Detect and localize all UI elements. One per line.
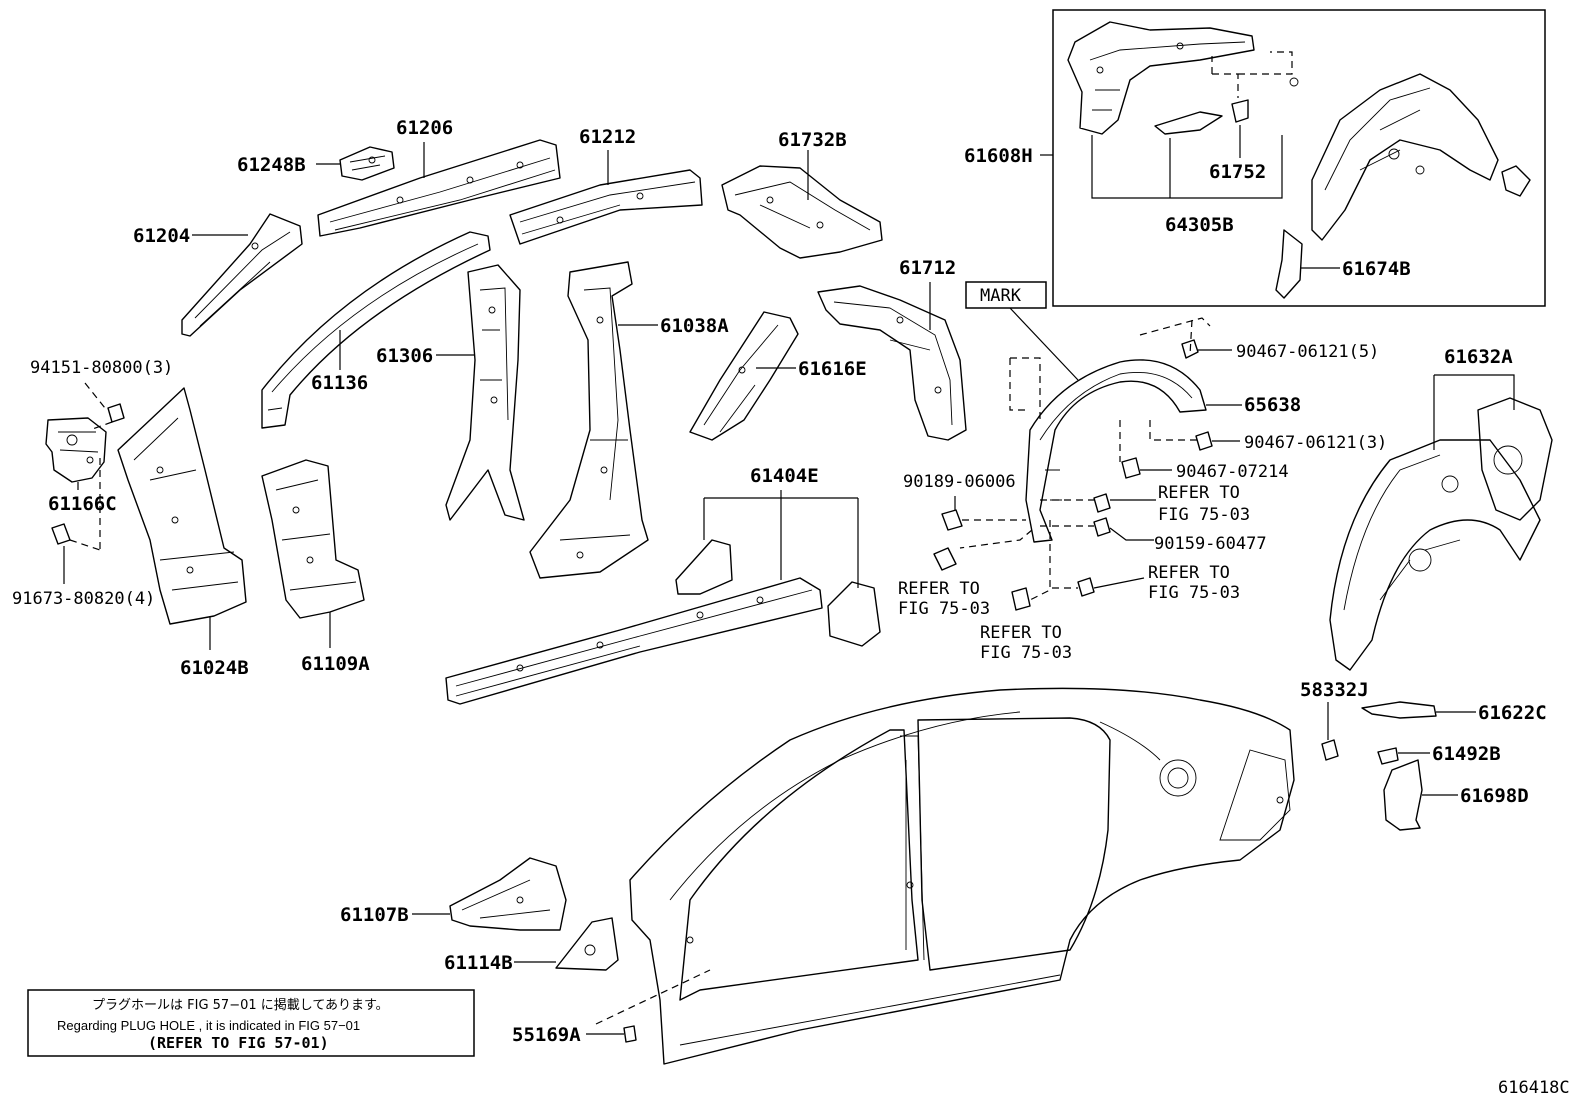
- label-61204: 61204: [133, 225, 190, 247]
- label-61248B: 61248B: [237, 154, 306, 176]
- part-61698D-shape: [1383, 759, 1423, 831]
- label-mark: MARK: [980, 286, 1022, 306]
- part-61616E-shape: [689, 311, 799, 441]
- part-61206-shape: [317, 139, 561, 237]
- part-61306-shape: [445, 264, 525, 521]
- label-94151-80800: 94151-80800(3): [30, 358, 173, 378]
- label-refer4a: REFER TO: [980, 623, 1062, 643]
- fastener-90467-07214: [1121, 457, 1141, 479]
- label-refer2b: FIG 75-03: [898, 599, 990, 619]
- part-61114B-shape: [555, 917, 619, 971]
- label-refer1b: FIG 75-03: [1158, 505, 1250, 525]
- part-61024B-shape: [117, 387, 247, 625]
- mark-box: [965, 281, 1047, 309]
- label-61114B: 61114B: [444, 952, 513, 974]
- label-61038A: 61038A: [660, 315, 729, 337]
- part-inset-bracket-shape: [1067, 21, 1255, 135]
- label-61024B: 61024B: [180, 657, 249, 679]
- label-61674B: 61674B: [1342, 258, 1411, 280]
- part-61404E-bracket-b: [827, 581, 881, 647]
- fastener-bolt-a: [1077, 493, 1111, 597]
- label-61404E: 61404E: [750, 465, 819, 487]
- label-61206: 61206: [396, 117, 453, 139]
- part-body-side-outer-shape: [629, 687, 1295, 1065]
- label-58332J: 58332J: [1300, 679, 1369, 701]
- part-inset-wheelhouse-shape: [1311, 73, 1499, 241]
- label-64305B: 64305B: [1165, 214, 1234, 236]
- part-61674B-shape: [1275, 229, 1303, 299]
- part-61404E-bracket-a: [675, 539, 733, 595]
- note-japanese: プラグホールは FIG 57−01 に掲載してあります。: [92, 997, 389, 1013]
- label-91673-80820: 91673-80820(4): [12, 589, 155, 609]
- label-61212: 61212: [579, 126, 636, 148]
- part-61622C-shape: [1361, 701, 1437, 719]
- part-61107B-shape: [449, 857, 567, 931]
- fastener-91673-bolt: [51, 523, 71, 545]
- label-90189-06006: 90189-06006: [903, 472, 1016, 492]
- label-refer1a: REFER TO: [1158, 483, 1240, 503]
- label-61752: 61752: [1209, 161, 1266, 183]
- label-61732B: 61732B: [778, 129, 847, 151]
- label-90467-07214: 90467-07214: [1176, 462, 1289, 482]
- label-61166C: 61166C: [48, 493, 117, 515]
- part-61732B-shape: [721, 165, 883, 259]
- label-61492B: 61492B: [1432, 743, 1501, 765]
- inset-box-61608H: [1052, 9, 1546, 307]
- fastener-58332J: [1321, 739, 1339, 761]
- label-90467-06121-3: 90467-06121(3): [1244, 433, 1387, 453]
- label-61109A: 61109A: [301, 653, 370, 675]
- part-61038A-shape: [529, 261, 649, 579]
- part-61212-shape: [509, 169, 703, 245]
- label-61712: 61712: [899, 257, 956, 279]
- fastener-55169A: [623, 1025, 637, 1043]
- label-refer2a: REFER TO: [898, 579, 980, 599]
- fastener-94151-nut: [107, 403, 125, 423]
- figure-id: 616418C: [1498, 1078, 1570, 1098]
- label-55169A: 55169A: [512, 1024, 581, 1046]
- label-61306: 61306: [376, 345, 433, 367]
- label-65638: 65638: [1244, 394, 1301, 416]
- label-90467-06121-5: 90467-06121(5): [1236, 342, 1379, 362]
- part-61632A-shape: [1329, 397, 1553, 671]
- note-english: Regarding PLUG HOLE , it is indicated in…: [57, 1018, 360, 1033]
- note-box: [27, 989, 475, 1057]
- label-90159-60477: 90159-60477: [1154, 534, 1267, 554]
- part-61712-shape: [817, 285, 967, 441]
- label-refer3b: FIG 75-03: [1148, 583, 1240, 603]
- label-61622C: 61622C: [1478, 702, 1547, 724]
- part-61166C-shape: [45, 417, 107, 483]
- fastener-clip-b: [1011, 587, 1031, 611]
- part-61136-shape: [261, 231, 491, 429]
- part-61204-shape: [181, 213, 303, 337]
- part-inset-clip-shape: [1501, 165, 1531, 197]
- part-61752-shape: [1231, 99, 1249, 123]
- part-61248B-shape: [339, 146, 395, 181]
- label-61616E: 61616E: [798, 358, 867, 380]
- label-61698D: 61698D: [1460, 785, 1529, 807]
- fastener-90189-06006: [933, 509, 963, 571]
- fastener-90467-06121-3: [1195, 431, 1213, 451]
- label-refer4b: FIG 75-03: [980, 643, 1072, 663]
- fastener-90467-06121-5: [1181, 339, 1199, 359]
- part-61492B-shape: [1377, 747, 1399, 765]
- label-61608H: 61608H: [964, 145, 1033, 167]
- part-61404E-shape: [445, 577, 823, 705]
- label-61107B: 61107B: [340, 904, 409, 926]
- label-refer3a: REFER TO: [1148, 563, 1230, 583]
- part-61109A-shape: [261, 459, 365, 619]
- label-61632A: 61632A: [1444, 346, 1513, 368]
- note-reference: (REFER TO FIG 57-01): [148, 1034, 329, 1052]
- part-64305B-shape: [1154, 111, 1223, 135]
- label-61136: 61136: [311, 372, 368, 394]
